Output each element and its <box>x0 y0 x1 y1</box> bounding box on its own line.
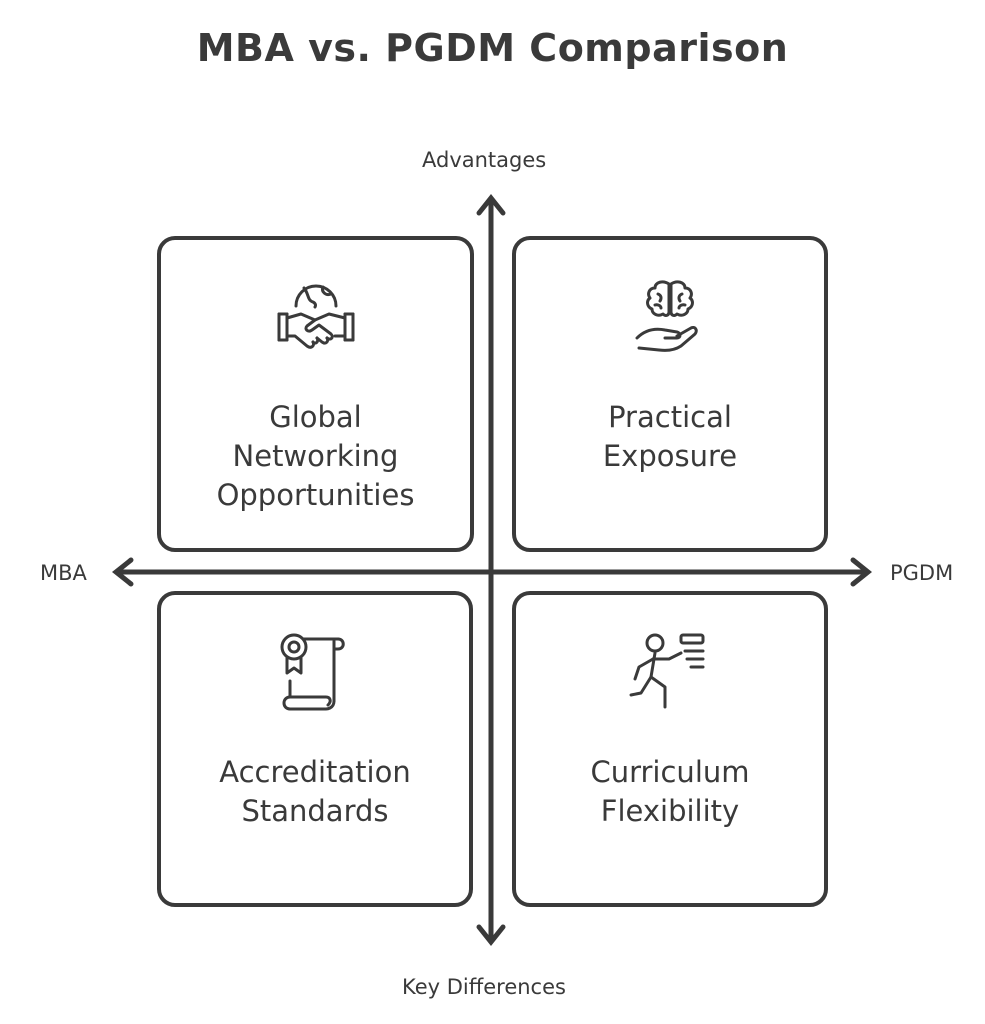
axis-label-top: Advantages <box>422 148 547 172</box>
left-arrowhead <box>111 557 134 587</box>
quadrant-curriculum-flexibility: Curriculum Flexibility <box>512 591 828 907</box>
label-line: Standards <box>241 794 389 828</box>
quadrant-label: Global Networking Opportunities <box>171 398 460 515</box>
certificate-scroll-icon <box>280 633 345 711</box>
handshake-globe-icon <box>277 284 354 349</box>
label-line: Accreditation <box>219 755 411 789</box>
running-person-icon <box>629 633 705 709</box>
quadrant-label: Accreditation Standards <box>171 753 459 831</box>
label-line: Networking <box>232 439 399 473</box>
quadrant-label: Practical Exposure <box>526 398 814 476</box>
quadrant-label: Curriculum Flexibility <box>526 753 814 831</box>
label-line: Flexibility <box>600 794 740 828</box>
right-arrowhead <box>850 557 873 587</box>
axis-label-right: PGDM <box>890 561 954 585</box>
quadrant-accreditation-standards: Accreditation Standards <box>157 591 473 907</box>
quadrant-practical-exposure: Practical Exposure <box>512 236 828 552</box>
label-line: Curriculum <box>590 755 750 789</box>
label-line: Global <box>269 400 362 434</box>
up-arrowhead <box>476 193 506 216</box>
brain-in-hand-icon <box>635 280 698 352</box>
axis-label-bottom: Key Differences <box>402 975 566 999</box>
label-line: Opportunities <box>216 478 415 512</box>
label-line: Exposure <box>602 439 738 473</box>
down-arrowhead <box>476 924 506 947</box>
diagram-title: MBA vs. PGDM Comparison <box>196 26 789 70</box>
label-line: Practical <box>608 400 732 434</box>
quadrant-global-networking: Global Networking Opportunities <box>157 236 474 552</box>
axis-label-left: MBA <box>40 561 87 585</box>
